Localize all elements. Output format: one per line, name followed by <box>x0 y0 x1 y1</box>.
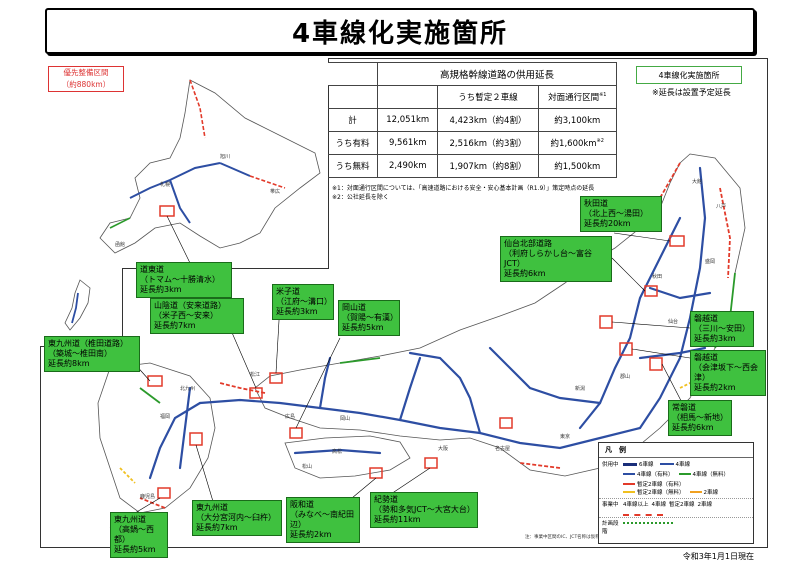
stats-temp2: 4,423km（約4割） <box>437 108 539 132</box>
legend-line-4lane <box>659 463 674 465</box>
legend-line-project <box>623 514 663 516</box>
stats-col-temp2: うち暫定２車線 <box>437 85 539 109</box>
highlight-higashikyushu1 <box>147 375 163 387</box>
legend-line-4lane-free <box>678 473 691 475</box>
shikoku-landmass <box>284 435 411 479</box>
stats-corner <box>328 62 378 86</box>
legend-line-planning <box>623 522 673 524</box>
stats-total: 9,561km <box>376 131 439 155</box>
okinawa-map <box>64 279 91 331</box>
callout-banetsu-mikawa: 磐越道（三川～安田）延長約3km <box>690 311 754 347</box>
highlight-kansai <box>499 417 513 429</box>
svg-text:高松: 高松 <box>332 448 342 455</box>
legend-row-project: 事業中 <box>602 502 619 508</box>
callout-kisei: 紀勢道（勢和多気JCT～大宮大台）延長約11km <box>370 492 478 528</box>
stats-total: 2,490km <box>376 154 439 178</box>
svg-text:北九州: 北九州 <box>180 385 195 392</box>
stats-panel: 高規格幹線道路の供用延長 うち暫定２車線 対面通行区間※1 計 12,051km… <box>328 62 618 178</box>
stats-opposing: 約1,500km <box>537 154 618 178</box>
callout-sanin: 山陰道（安来道路）（米子西～安来）延長約7km <box>150 298 244 334</box>
stats-temp2: 1,907km（約8割） <box>437 154 539 178</box>
highlight-higashikyushu3 <box>157 487 171 499</box>
stats-row: うち無料 2,490km 1,907km（約8割） 約1,500km <box>328 154 618 178</box>
callout-higashikyushu-usuki: 東九州道（大分宮河内～臼杵）延長約7km <box>192 500 282 536</box>
highlight-okayama <box>289 427 303 439</box>
stats-note-1: ※1：対面通行区間については、「高速道路における安全・安心基本計画（R1.9）」… <box>332 185 595 192</box>
callout-sendai-hokubu: 仙台北部道路（利府しらかし台～富谷JCT）延長約6km <box>500 236 612 282</box>
callout-higashikyushu-takanabe: 東九州道（高鍋～西都）延長約5km <box>110 512 168 558</box>
stats-row: 計 12,051km 4,423km（約4割） 約3,100km <box>328 108 618 132</box>
callout-yonago: 米子道（江府～溝口）延長約3km <box>272 284 334 320</box>
stats-row-label: 計 <box>328 108 378 132</box>
stats-note-2: ※2：公社延長を除く <box>332 194 389 201</box>
legend-line-6lane <box>623 462 637 466</box>
stats-table: 高規格幹線道路の供用延長 うち暫定２車線 対面通行区間※1 計 12,051km… <box>328 62 618 178</box>
svg-text:松山: 松山 <box>302 463 312 470</box>
svg-text:広島: 広島 <box>285 413 295 420</box>
callout-hanwa: 阪和道（みなべ～南紀田辺）延長約2km <box>286 497 360 543</box>
svg-text:大館: 大館 <box>692 178 702 185</box>
callout-joban: 常磐道（相馬～新地）延長約6km <box>668 400 732 436</box>
priority-label: 優先整備区間 <box>63 68 109 77</box>
length-note: ※延長は設置予定延長 <box>652 88 731 97</box>
svg-text:福岡: 福岡 <box>160 413 170 420</box>
stats-col-opposing: 対面通行区間※1 <box>537 85 618 109</box>
stats-temp2: 2,516km（約3割） <box>437 131 539 155</box>
as-of-date: 令和3年1月1日現在 <box>682 552 754 561</box>
legend-line-temp2-toll <box>623 483 635 485</box>
svg-text:盛岡: 盛岡 <box>705 258 715 265</box>
svg-text:郡山: 郡山 <box>620 373 630 380</box>
callout-higashikyushu-shiida: 東九州道（椎田道路）（築城～椎田南）延長約8km <box>44 336 140 372</box>
callout-akita: 秋田道（北上西～湯田）延長約20km <box>580 196 662 232</box>
legend-line-4lane-toll <box>623 473 635 475</box>
priority-length: （約880km） <box>61 80 111 89</box>
map-legend: 凡 例 供用中 6車線 4車線 4車線（有料） 4車線（無料） 暫定2車線（有料… <box>598 442 754 544</box>
stats-heading: 高規格幹線道路の供用延長 <box>376 62 618 86</box>
callout-doto: 道東道（トマム～十勝清水）延長約3km <box>136 262 232 298</box>
page-title: 4車線化実施箇所 <box>45 8 755 54</box>
svg-text:帯広: 帯広 <box>270 188 280 195</box>
stats-blank <box>328 85 378 109</box>
callout-okayama: 岡山道（賀陽～有漢）延長約5km <box>338 300 400 336</box>
svg-text:岡山: 岡山 <box>340 415 350 422</box>
stats-opposing: 約3,100km <box>537 108 618 132</box>
svg-text:新潟: 新潟 <box>575 385 585 392</box>
legend-line-temp2-free <box>623 491 635 493</box>
svg-text:鹿児島: 鹿児島 <box>140 493 155 500</box>
svg-text:秋田: 秋田 <box>652 273 662 280</box>
svg-text:名古屋: 名古屋 <box>495 445 510 452</box>
svg-text:札幌: 札幌 <box>160 181 170 188</box>
legend-row-planning: 計画段階 <box>602 521 619 535</box>
svg-text:東京: 東京 <box>560 433 570 440</box>
svg-text:八戸: 八戸 <box>716 204 726 210</box>
four-lane-legend-tag: 4車線化実施箇所 <box>636 66 742 84</box>
svg-text:仙台: 仙台 <box>668 318 678 325</box>
stats-row: うち有料 9,561km 2,516km（約3割） 約1,600km※2 <box>328 131 618 155</box>
svg-text:大阪: 大阪 <box>438 445 448 452</box>
stats-total: 12,051km <box>376 108 439 132</box>
stats-row-label: うち有料 <box>328 131 378 155</box>
legend-row-open: 供用中 <box>602 462 619 468</box>
svg-text:函館: 函館 <box>115 241 125 248</box>
map-note: 注：事業中区間のIC、JCT名称は仮称を含む <box>525 533 614 540</box>
legend-title: 凡 例 <box>599 443 753 458</box>
highlight-kisei <box>424 457 438 469</box>
stats-row-label: うち無料 <box>328 154 378 178</box>
stats-opposing: 約1,600km※2 <box>537 131 618 155</box>
priority-section-label: 優先整備区間 （約880km） <box>48 66 124 92</box>
svg-text:旭川: 旭川 <box>220 153 230 160</box>
callout-banetsu-aizu: 磐越道（会津坂下～西会津）延長約2km <box>690 350 766 396</box>
stats-col-total <box>376 85 439 109</box>
legend-line-2lane <box>689 491 702 493</box>
svg-text:松江: 松江 <box>250 371 260 378</box>
